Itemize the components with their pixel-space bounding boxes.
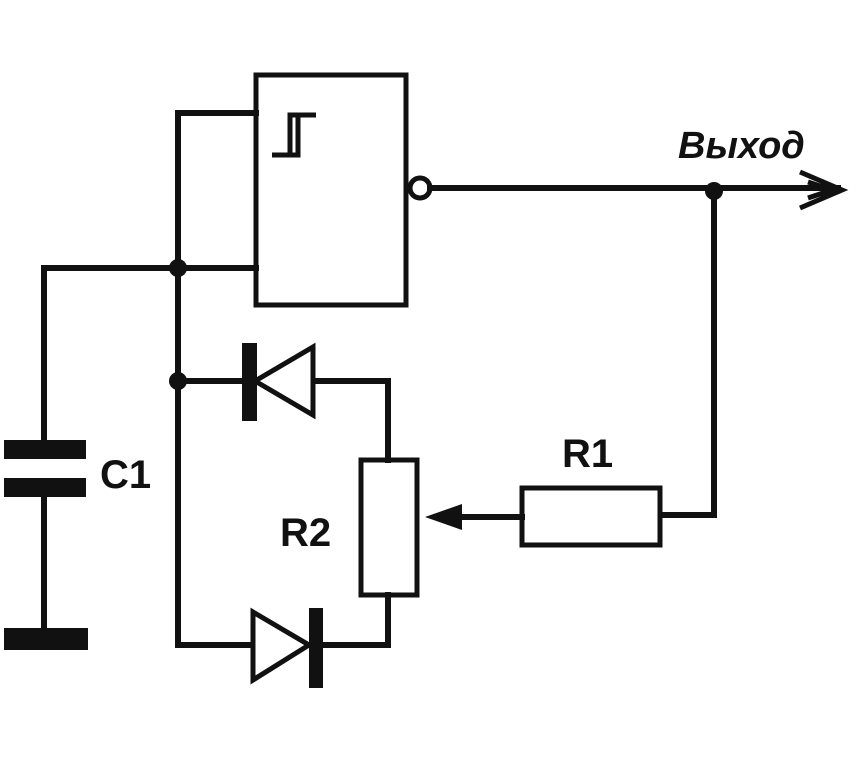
potentiometer-r2 [358, 457, 420, 598]
schmitt-trigger-gate [253, 72, 409, 308]
wiper-arrow-icon [425, 504, 462, 530]
diode-bottom [250, 607, 314, 685]
ground-bar [4, 628, 88, 650]
wire-diode-bottom [175, 592, 391, 648]
label-r2: R2 [280, 511, 331, 555]
capacitor-plate-bottom [4, 478, 86, 497]
junction-input [169, 259, 187, 277]
label-r1: R1 [562, 432, 613, 476]
output-arrow-icon [799, 169, 849, 211]
label-output: Выход [678, 125, 805, 167]
wire-feedback [657, 188, 717, 518]
hysteresis-icon-inner [290, 115, 301, 158]
junction-diodes [169, 372, 187, 390]
diode-top-cathode [242, 343, 257, 421]
capacitor-plate-top [4, 440, 86, 459]
diode-bottom-cathode [309, 608, 323, 688]
diode-top [250, 342, 316, 420]
label-c1: C1 [100, 453, 151, 497]
resistor-r1 [519, 485, 663, 548]
